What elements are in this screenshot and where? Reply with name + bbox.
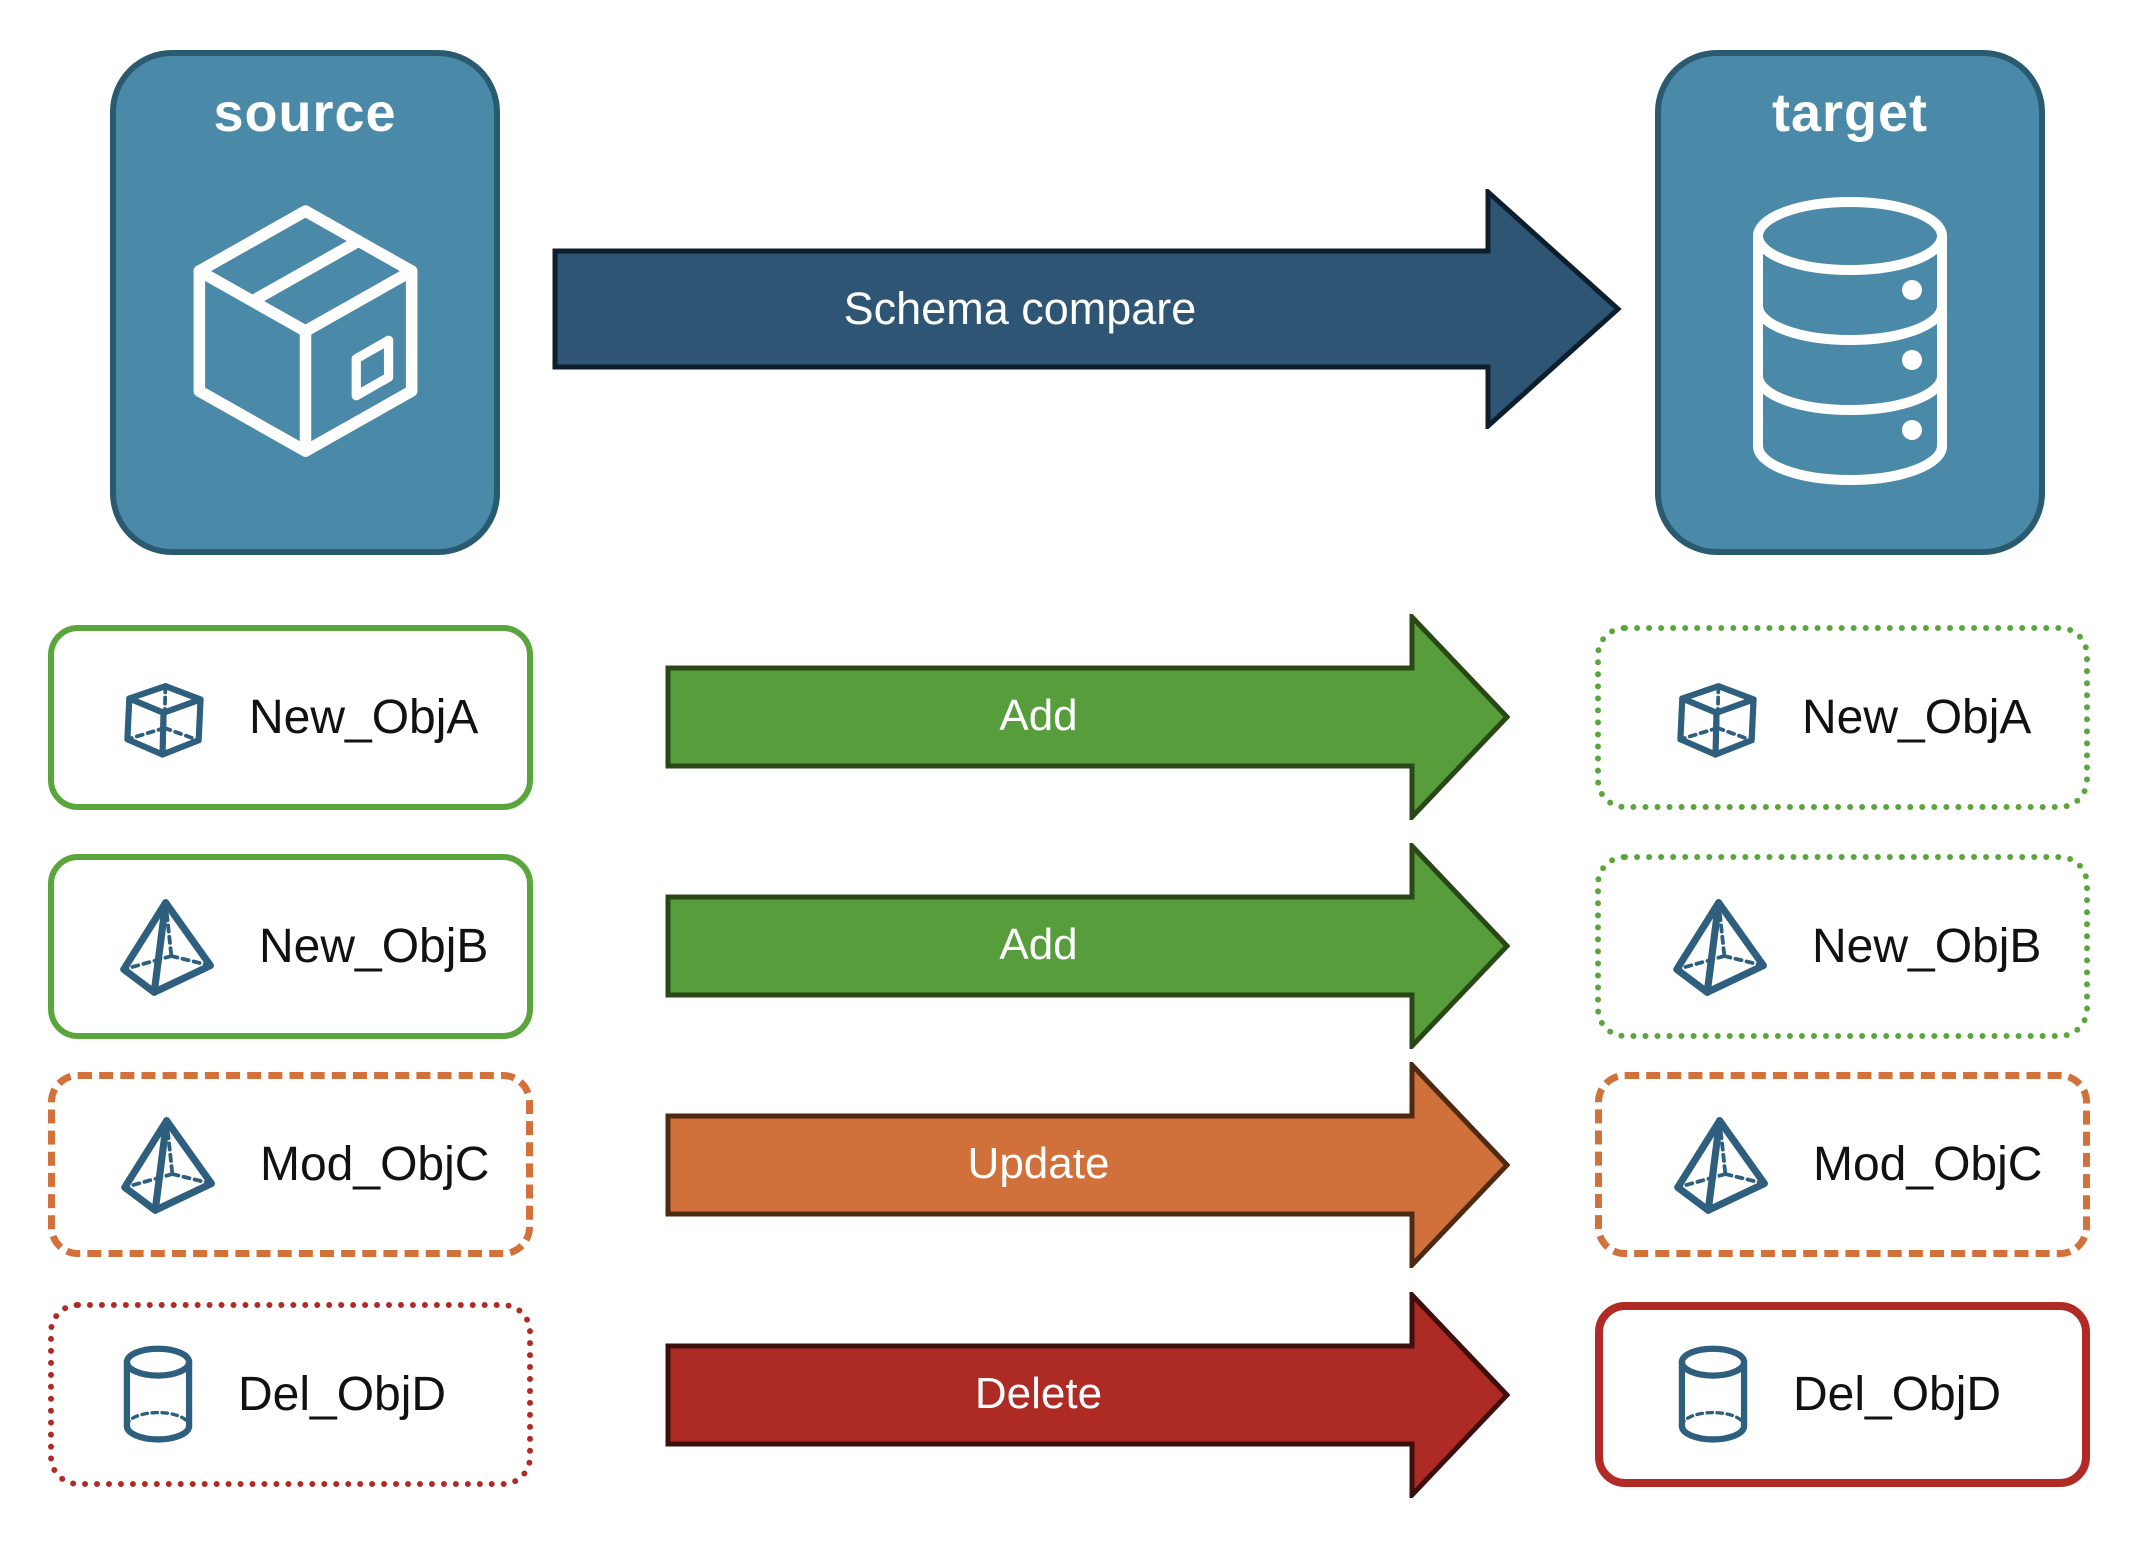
source-object-card: New_ObjA	[48, 625, 533, 810]
source-node: source	[110, 50, 500, 555]
delete-arrow-label: Delete	[974, 1369, 1103, 1418]
pyramid-icon	[1670, 1115, 1775, 1215]
object-label: New_ObjA	[249, 691, 479, 744]
add-arrow-label: Add	[999, 691, 1078, 740]
schema-compare-label: Schema compare	[843, 283, 1197, 334]
object-label: Del_ObjD	[238, 1368, 447, 1421]
update-arrow-label: Update	[967, 1139, 1110, 1188]
source-object-card: Mod_ObjC	[48, 1072, 533, 1257]
update-arrow: Update	[665, 1062, 1510, 1268]
package-box-icon	[167, 144, 444, 531]
add-arrow: Add	[665, 843, 1510, 1049]
schema-compare-arrow: Schema compare	[552, 189, 1622, 429]
add-arrow: Add	[665, 614, 1510, 820]
object-label: New_ObjA	[1802, 691, 2032, 744]
target-title: target	[1771, 83, 1929, 143]
cube-icon	[1669, 670, 1764, 765]
target-object-card: Mod_ObjC	[1595, 1072, 2090, 1257]
cube-icon	[116, 670, 211, 765]
object-label: Mod_ObjC	[260, 1138, 490, 1191]
object-label: Mod_ObjC	[1813, 1138, 2043, 1191]
pyramid-icon	[116, 897, 221, 997]
source-title: source	[213, 83, 397, 143]
delete-arrow: Delete	[665, 1292, 1510, 1498]
pyramid-icon	[1669, 897, 1774, 997]
add-arrow-label: Add	[999, 920, 1078, 969]
target-object-card: New_ObjB	[1595, 854, 2090, 1039]
cylinder-icon	[1671, 1342, 1755, 1447]
target-object-card: Del_ObjD	[1595, 1302, 2090, 1487]
object-label: Del_ObjD	[1793, 1368, 2002, 1421]
target-object-card: New_ObjA	[1595, 625, 2090, 810]
target-node: target	[1655, 50, 2045, 555]
pyramid-icon	[117, 1115, 222, 1215]
object-label: New_ObjB	[1812, 920, 2042, 973]
object-label: New_ObjB	[259, 920, 489, 973]
database-icon	[1730, 144, 1970, 531]
source-object-card: New_ObjB	[48, 854, 533, 1039]
cylinder-icon	[116, 1342, 200, 1447]
source-object-card: Del_ObjD	[48, 1302, 533, 1487]
